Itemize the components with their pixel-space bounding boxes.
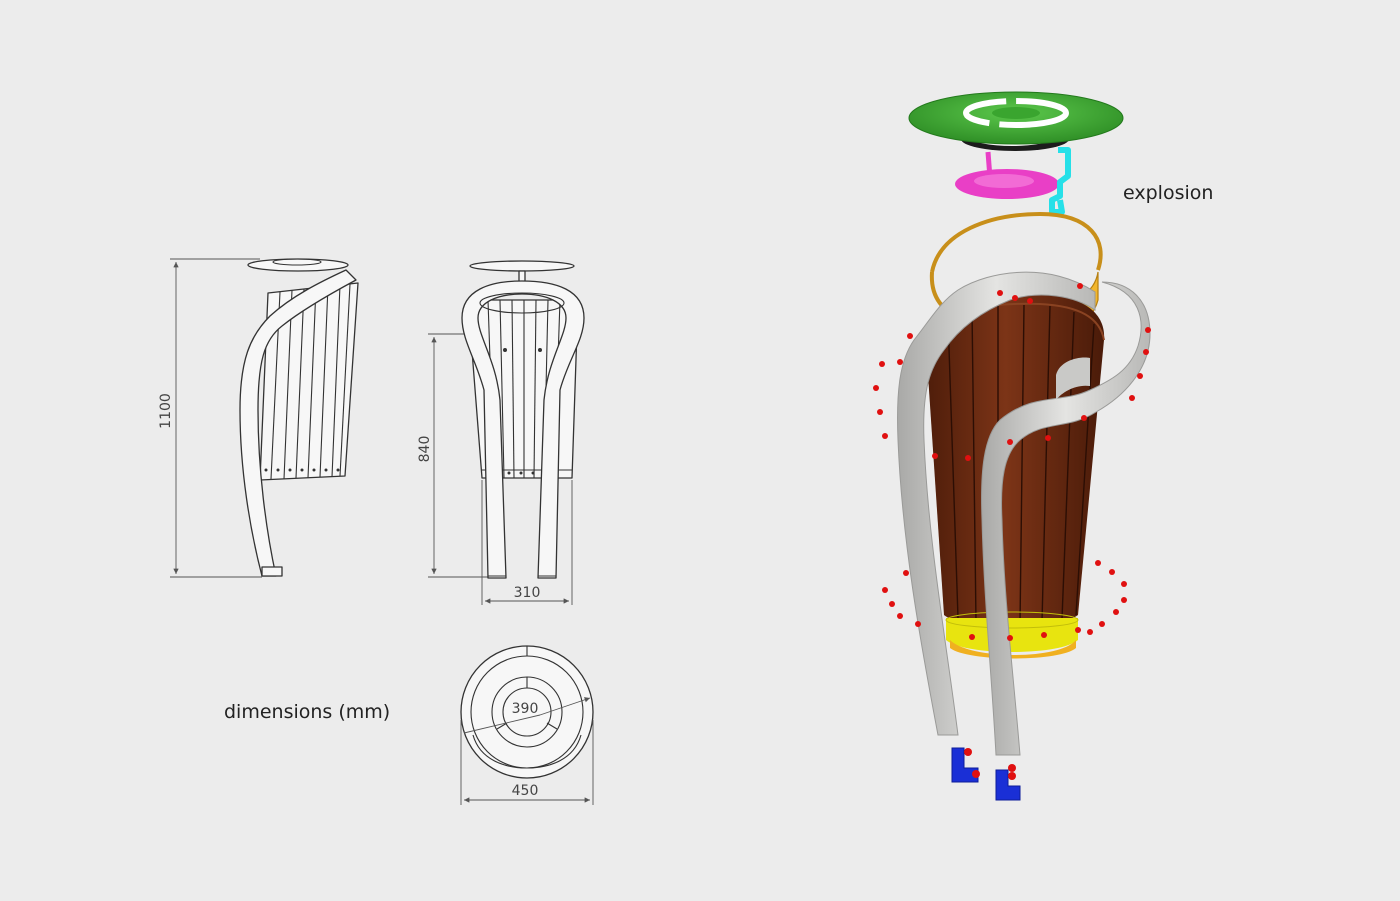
dimension-height-total: 1100 xyxy=(158,258,262,578)
height-total-label: 1100 xyxy=(158,393,174,429)
side-slats xyxy=(270,283,351,480)
explosion-label: explosion xyxy=(1123,182,1213,204)
diameter-outer-label: 450 xyxy=(512,783,539,799)
height-body-label: 840 xyxy=(417,436,433,463)
foot-part-right xyxy=(995,764,1021,801)
right-frame-part xyxy=(981,281,1151,756)
bolts xyxy=(873,283,1151,641)
top-view-drawing: 390 450 xyxy=(460,645,594,805)
clip-part xyxy=(1049,147,1071,215)
side-view-drawing: 1100 xyxy=(158,258,359,578)
exploded-view xyxy=(873,91,1151,801)
diameter-inner-label: 390 xyxy=(512,701,539,717)
foot-part-left xyxy=(951,747,980,783)
inner-plate-part xyxy=(955,151,1059,199)
bottom-ring-part xyxy=(945,611,1079,659)
lid-part xyxy=(908,91,1124,151)
dimension-height-body: 840 xyxy=(417,333,500,578)
left-frame-part xyxy=(897,271,1096,736)
front-view-drawing: 840 310 xyxy=(417,260,585,605)
width-front-label: 310 xyxy=(514,585,541,601)
dimensions-label: dimensions (mm) xyxy=(224,701,390,723)
wood-body-part xyxy=(924,293,1105,628)
dimension-width-front: 310 xyxy=(481,480,573,605)
dimension-diameter-outer: 450 xyxy=(460,720,594,805)
